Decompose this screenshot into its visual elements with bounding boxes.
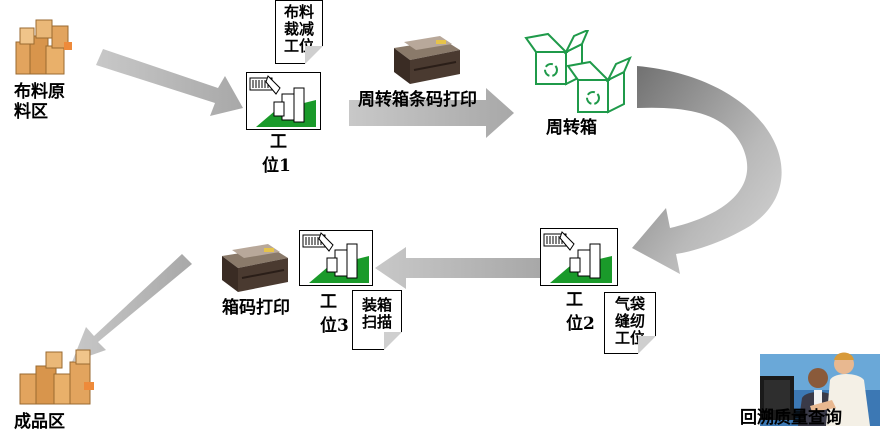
box-label-print-label: 箱码打印 xyxy=(222,298,290,318)
workstation-icon xyxy=(299,230,373,286)
computer-user-icon xyxy=(760,352,880,426)
station2-label-2: 位2 xyxy=(566,314,595,334)
workstation-icon xyxy=(246,72,321,130)
station3-label-2: 位3 xyxy=(320,316,349,336)
tote-label-print-label: 周转箱条码打印 xyxy=(358,90,477,110)
box-stack-icon xyxy=(19,349,94,405)
arrow-station1-to-print xyxy=(349,88,514,138)
printer-icon xyxy=(222,244,288,292)
workstation-icon xyxy=(540,228,618,286)
arrow-curve-tote-to-station2 xyxy=(632,66,782,274)
tote-label: 周转箱 xyxy=(546,118,597,138)
station3-note: 装箱 扫描 xyxy=(352,290,402,350)
station2-note: 气袋 缝纫 工位 xyxy=(604,292,656,354)
arrow-station2-to-station3 xyxy=(375,247,540,289)
station2-label-1: 工 xyxy=(566,290,583,310)
station1-label-1: 工 xyxy=(270,132,287,152)
raw-material-label-1: 布料原 xyxy=(14,82,65,102)
arrow-print-to-finished xyxy=(72,254,192,362)
station1-note: 布料 裁减 工位 xyxy=(275,0,323,64)
raw-material-label-2: 料区 xyxy=(14,102,48,122)
recycle-box-icon xyxy=(524,30,632,114)
quality-trace-label: 回溯质量查询 xyxy=(740,408,842,428)
station3-label-1: 工 xyxy=(320,292,337,312)
station1-label-2: 位1 xyxy=(262,156,291,176)
finished-goods-label: 成品区 xyxy=(14,412,65,432)
arrow-raw-to-station1 xyxy=(96,49,243,116)
box-stack-icon xyxy=(15,19,72,75)
printer-icon xyxy=(394,36,460,84)
